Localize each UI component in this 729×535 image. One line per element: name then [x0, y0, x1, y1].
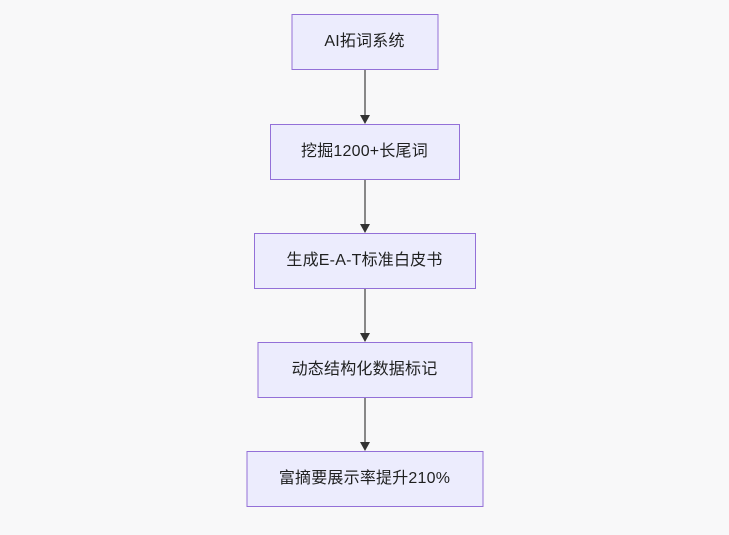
connector-n3-n4: [359, 289, 371, 342]
flow-node-1[interactable]: AI拓词系统: [291, 14, 438, 70]
arrowhead-down-icon: [359, 224, 370, 233]
flow-node-label: 挖掘1200+长尾词: [301, 143, 428, 160]
flow-node-5[interactable]: 富摘要展示率提升210%: [246, 451, 483, 507]
connector-n1-n2: [359, 70, 371, 124]
flow-node-2[interactable]: 挖掘1200+长尾词: [269, 124, 460, 180]
connector-n2-n3: [359, 180, 371, 233]
arrowhead-down-icon: [359, 333, 370, 342]
flow-node-4[interactable]: 动态结构化数据标记: [257, 342, 472, 398]
flow-node-label: 生成E-A-T标准白皮书: [286, 252, 443, 269]
arrowhead-down-icon: [359, 115, 370, 124]
arrowhead-down-icon: [359, 442, 370, 451]
connector-line: [363, 398, 366, 442]
flow-node-3[interactable]: 生成E-A-T标准白皮书: [253, 233, 476, 289]
flow-node-label: AI拓词系统: [324, 33, 405, 50]
flow-node-label: 富摘要展示率提升210%: [278, 470, 451, 487]
connector-line: [363, 289, 366, 333]
connector-line: [363, 70, 366, 115]
flow-node-label: 动态结构化数据标记: [291, 361, 438, 378]
connector-n4-n5: [359, 398, 371, 451]
connector-line: [363, 180, 366, 224]
